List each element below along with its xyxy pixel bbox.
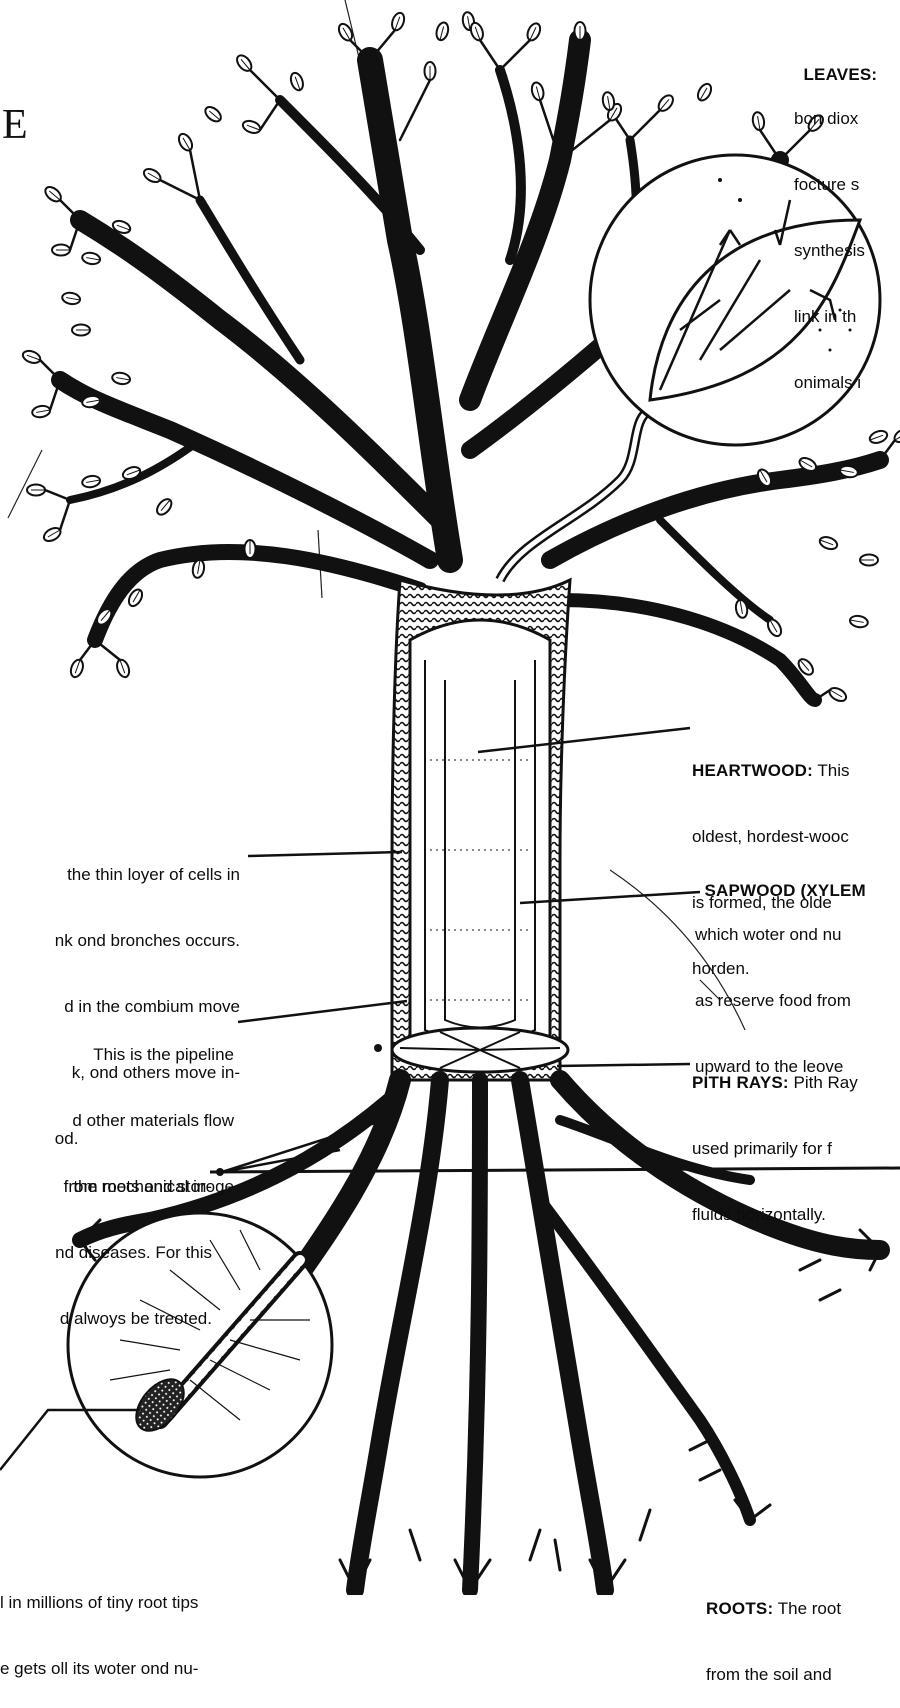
leaves-label: LEAVES: bon diox focture s synthesis lin…	[794, 42, 877, 416]
pith-rays-line-1: used primarily for f	[692, 1138, 858, 1160]
roots-label: ROOTS: The root from the soil and	[706, 1554, 841, 1708]
sapwood-line-1: which woter ond nu	[695, 924, 866, 946]
leaves-title: LEAVES:	[803, 65, 877, 84]
phloem-line-2: d other materials flow	[72, 1110, 234, 1132]
heading-fragment: E	[2, 102, 28, 148]
leaves-line-3: synthesis	[794, 240, 877, 262]
sapwood-line-2: as reserve food from	[695, 990, 866, 1012]
sapwood-title: SAPWOOD (XYLEM	[704, 881, 865, 900]
bark-label: from mechanical in- nd diseases. For thi…	[55, 1132, 212, 1352]
heartwood-line-1: oldest, hordest-wooc	[692, 826, 850, 848]
pith-rays-label: PITH RAYS: Pith Ray used primarily for f…	[692, 1028, 858, 1248]
pith-rays-title: PITH RAYS:	[692, 1073, 789, 1092]
leaves-line-1: bon diox	[794, 108, 877, 130]
root-tips-line-2: e gets oll its woter ond nu-	[0, 1658, 198, 1680]
bark-line-2: nd diseases. For this	[55, 1242, 212, 1264]
leaves-line-2: focture s	[794, 174, 877, 196]
cambium-line-1: the thin loyer of cells in	[55, 864, 240, 886]
heartwood-title: HEARTWOOD:	[692, 761, 813, 780]
leaves-line-5: onimals i	[794, 372, 877, 394]
bark-line-3: d alwoys be treoted.	[55, 1308, 212, 1330]
pith-rays-line-2: fluids horizontally.	[692, 1204, 858, 1226]
pith-rays-intro: Pith Ray	[789, 1073, 858, 1092]
roots-line-1: from the soil and	[706, 1664, 841, 1686]
root-tips-line-1: l in millions of tiny root tips	[0, 1592, 198, 1614]
trunk-cutaway	[410, 620, 550, 1055]
root-tips-label: l in millions of tiny root tips e gets o…	[0, 1548, 198, 1702]
roots-intro: The root	[773, 1599, 841, 1618]
roots-title: ROOTS:	[706, 1599, 773, 1618]
phloem-line-1: This is the pipeline	[72, 1044, 234, 1066]
bark-line-1: from mechanical in-	[55, 1176, 212, 1198]
cambium-line-2: nk ond bronches occurs.	[55, 930, 240, 952]
heartwood-intro: This	[813, 761, 850, 780]
leaves-line-4: link in th	[794, 306, 877, 328]
